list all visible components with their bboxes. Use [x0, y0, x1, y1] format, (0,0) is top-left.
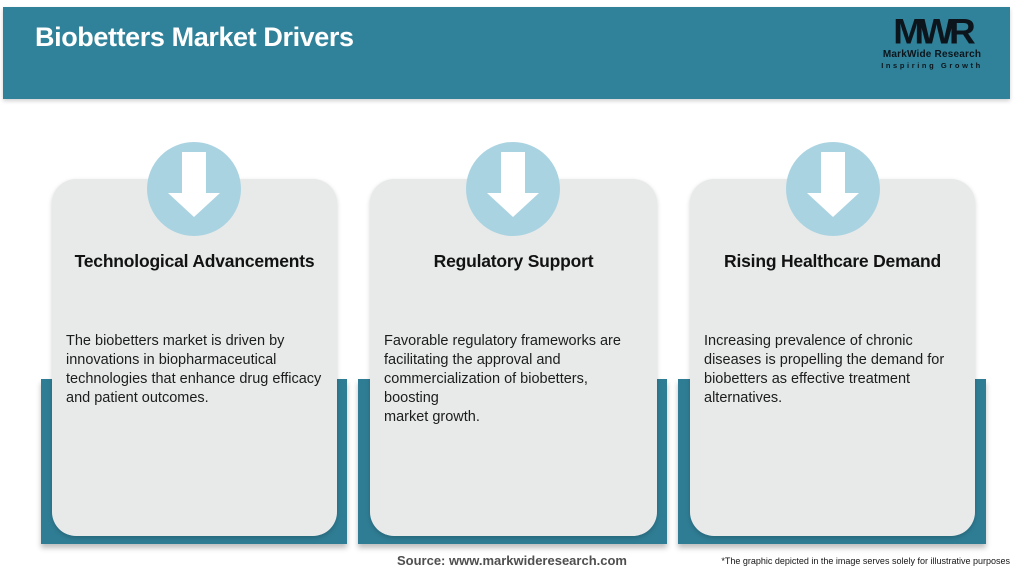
card-body-text: The biobetters market is driven by innov…	[66, 333, 322, 406]
card-title: Rising Healthcare Demand	[724, 251, 941, 271]
logo-company-name: MarkWide Research	[882, 49, 982, 60]
card-title: Regulatory Support	[433, 251, 594, 271]
down-arrow-badge	[466, 142, 560, 236]
card-title: Technological Advancements	[74, 251, 315, 271]
driver-card-technological-advancements: Technological Advancements The biobetter…	[52, 179, 337, 536]
markwide-logo: MWR MarkWide Research Inspiring Growth	[872, 11, 992, 70]
down-arrow-icon	[807, 193, 859, 217]
disclaimer-note: *The graphic depicted in the image serve…	[721, 556, 1010, 566]
driver-card-rising-healthcare-demand: Rising Healthcare Demand Increasing prev…	[690, 179, 975, 536]
driver-card-regulatory-support: Regulatory Support Favorable regulatory …	[370, 179, 657, 536]
down-arrow-icon	[168, 193, 220, 217]
down-arrow-icon	[487, 193, 539, 217]
down-arrow-icon	[501, 152, 525, 193]
card-body-text: Favorable regulatory frameworks are faci…	[384, 333, 621, 425]
source-attribution: Source: www.markwideresearch.com	[396, 553, 627, 568]
down-arrow-icon	[821, 152, 845, 193]
page-title: Biobetters Market Drivers	[35, 22, 354, 52]
logo-tagline: Inspiring Growth	[881, 61, 983, 70]
down-arrow-badge	[147, 142, 241, 236]
card-body-text: Increasing prevalence of chronic disease…	[704, 333, 945, 406]
mwr-logo-icon: MWR	[893, 11, 975, 52]
down-arrow-icon	[182, 152, 206, 193]
down-arrow-badge	[786, 142, 880, 236]
header-bar: Biobetters Market Drivers MWR MarkWide R…	[3, 7, 1010, 99]
